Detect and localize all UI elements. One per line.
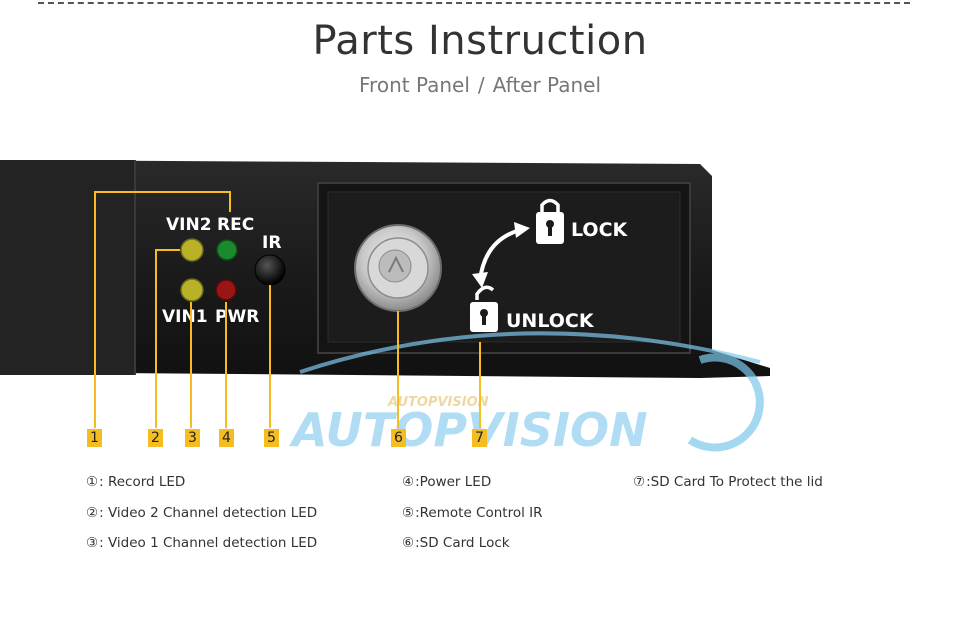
sd-card-key-lock: [354, 224, 442, 312]
subtitle-front-panel: Front Panel: [359, 73, 470, 97]
callout-number-2: 2: [148, 429, 163, 447]
callout-number-7: 7: [472, 429, 487, 447]
lock-unlock-arrow-icon: [472, 222, 530, 288]
legend-item-1: ①: Record LED: [86, 474, 186, 490]
rec-led: [216, 239, 238, 261]
page-title: Parts Instruction: [312, 18, 648, 64]
ir-receiver: [254, 254, 286, 286]
lock-icon: [536, 198, 564, 244]
callout-number-3: 3: [185, 429, 200, 447]
legend-item-2: ②: Video 2 Channel detection LED: [86, 505, 318, 521]
watermark-small-text: AUTOPVISION: [387, 395, 489, 410]
vin1-led: [180, 278, 204, 302]
ir-label: IR: [262, 233, 281, 253]
autopvision-watermark: AUTOPVISION AUTOPVISION: [289, 331, 764, 457]
vin1-label: VIN1: [162, 307, 208, 327]
legend-item-7: ⑦:SD Card To Protect the lid: [633, 474, 823, 490]
pwr-label: PWR: [215, 307, 259, 327]
unlock-label: UNLOCK: [506, 310, 595, 332]
legend-item-4: ④:Power LED: [402, 474, 492, 490]
unlock-icon: [470, 285, 498, 332]
callout-lines: [94, 191, 481, 428]
dashed-divider: [38, 2, 910, 4]
legend-item-3: ③: Video 1 Channel detection LED: [86, 535, 318, 551]
legend-item-6: ⑥:SD Card Lock: [402, 535, 510, 551]
callout-number-1: 1: [87, 429, 102, 447]
legend-item-5: ⑤:Remote Control IR: [402, 505, 543, 521]
vin2-label: VIN2: [166, 215, 212, 235]
lock-label: LOCK: [571, 219, 629, 241]
page-subtitle: Front Panel / After Panel: [0, 73, 960, 97]
subtitle-after-panel: After Panel: [492, 73, 601, 97]
pwr-led: [215, 279, 237, 301]
callout-number-5: 5: [264, 429, 279, 447]
callout-number-4: 4: [219, 429, 234, 447]
rec-label: REC: [217, 215, 254, 235]
callout-number-6: 6: [391, 429, 406, 447]
vin2-led: [180, 238, 204, 262]
subtitle-separator: /: [477, 73, 485, 97]
watermark-text: AUTOPVISION: [289, 403, 648, 457]
